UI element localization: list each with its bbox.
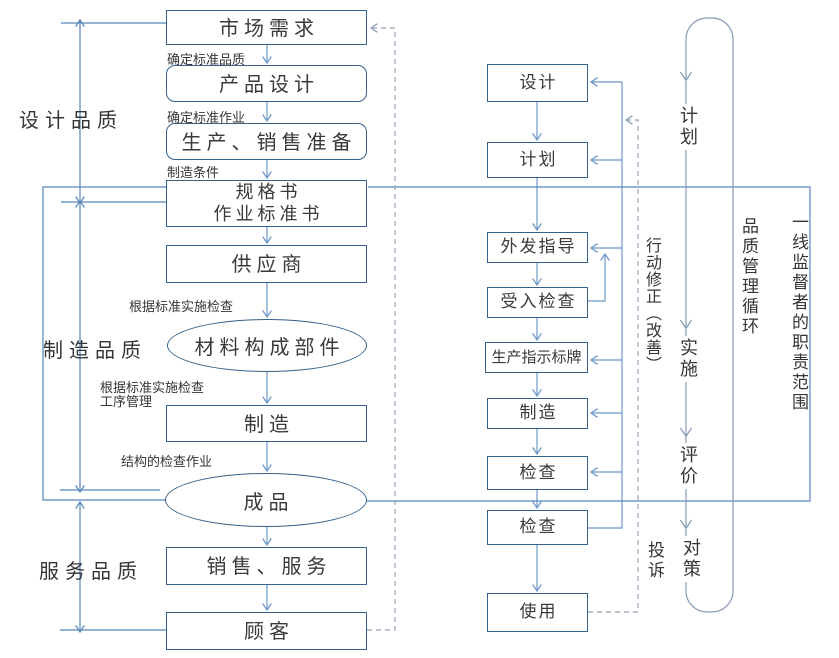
- node-plan: 计划: [487, 142, 588, 178]
- complaint-dashed-line: [588, 115, 639, 613]
- node-material-components: 材料构成部件: [167, 319, 367, 372]
- node-production-sign: 生产指示标牌: [485, 342, 588, 373]
- node-sales-service: 销售、服务: [166, 547, 367, 585]
- cycle-label-plan: 计划: [674, 104, 700, 150]
- label-design-quality: 设计品质: [19, 108, 123, 132]
- label-supervisor-scope: 一线监督者的职责范围: [788, 213, 808, 413]
- edge-label-process-management: 工序管理: [100, 395, 153, 410]
- label-qc-cycle: 品质管理循环: [738, 217, 758, 337]
- spec-book-line2: 作业标准书: [213, 203, 324, 225]
- qc-cycle-loop: [679, 17, 734, 613]
- supervisor-scope-bracket: [367, 186, 811, 502]
- cycle-label-check: 评价: [674, 443, 700, 489]
- node-inspection-2: 检查: [487, 510, 588, 545]
- inspection-feedback-lines: [588, 77, 623, 529]
- cycle-label-act: 对策: [677, 536, 703, 582]
- edge-label-define-standard-quality: 确定标准品质: [167, 53, 246, 68]
- node-use: 使用: [487, 593, 588, 632]
- label-complaint: 投诉: [644, 541, 664, 581]
- customer-dashed-line: [367, 23, 396, 631]
- node-outsourcing-guidance: 外发指导: [487, 232, 588, 263]
- node-product-design: 产品设计: [166, 65, 367, 102]
- node-customer: 顾客: [166, 612, 367, 650]
- edge-label-structural-inspection: 结构的检查作业: [121, 455, 213, 470]
- node-manufacture-right: 制造: [487, 398, 588, 429]
- node-finished-product: 成品: [165, 473, 367, 527]
- node-market-demand: 市场需求: [166, 10, 367, 45]
- label-action-correction: 行动修正（改善）: [643, 237, 662, 373]
- edge-label-inspect-per-standard-2: 根据标准实施检查: [100, 381, 205, 396]
- node-inspection-1: 检查: [487, 456, 588, 490]
- node-supplier: 供应商: [166, 245, 367, 283]
- edge-label-define-standard-work: 确定标准作业: [167, 111, 246, 126]
- edge-label-manufacturing-conditions: 制造条件: [167, 166, 220, 181]
- node-production-sales-prep: 生产、销售准备: [166, 123, 367, 160]
- quality-span-lines: [42, 18, 166, 634]
- node-design: 设计: [487, 64, 588, 102]
- node-manufacture-left: 制造: [166, 405, 367, 442]
- node-incoming-inspection: 受入检查: [487, 287, 588, 318]
- spec-book-line1: 规格书: [235, 181, 302, 203]
- cycle-label-do: 实施: [674, 336, 700, 382]
- edge-label-inspect-per-standard-1: 根据标准实施检查: [129, 300, 234, 315]
- label-manufacturing-quality: 制造品质: [43, 338, 147, 362]
- node-spec-book: 规格书 作业标准书: [166, 180, 367, 227]
- label-service-quality: 服务品质: [39, 559, 143, 583]
